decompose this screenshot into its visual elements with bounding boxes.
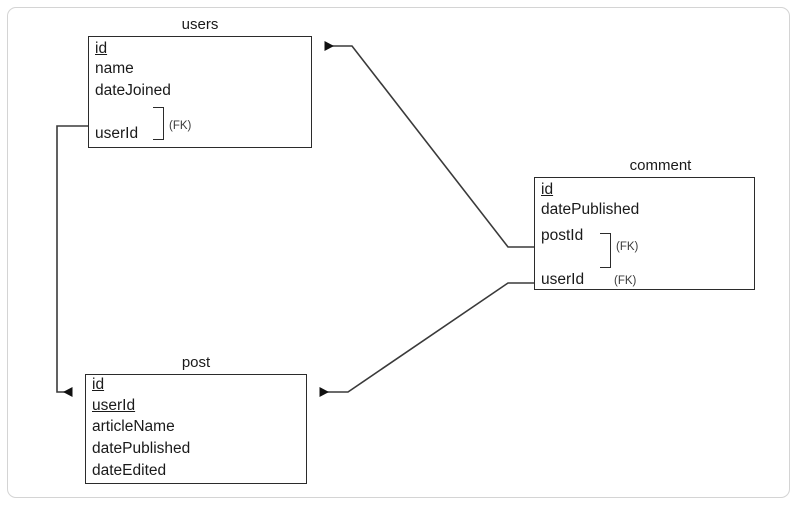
attribute-comment-id: id (541, 181, 554, 198)
attribute-users-datejoined: dateJoined (95, 82, 171, 99)
attribute-comment-postid: postId (541, 227, 584, 244)
comment-fk-bracket (600, 233, 611, 268)
attribute-users-userid: userId (95, 125, 139, 142)
edge-comment-postid-to-users-id (324, 41, 534, 248)
entity-users[interactable]: users id name dateJoined userId (FK) (88, 16, 312, 148)
attribute-post-articlename: articleName (92, 418, 175, 435)
comment-postid-fk-label: (FK) (616, 241, 639, 253)
users-userid-fk-label: (FK) (169, 120, 192, 132)
users-fk-bracket (153, 107, 164, 140)
attribute-comment-userid: userId (541, 271, 585, 288)
entity-post-title: post (181, 354, 211, 371)
edge-comment-userid-to-post-id (319, 282, 534, 397)
attribute-comment-datepublished: datePublished (541, 201, 640, 218)
attribute-post-dateedited: dateEdited (92, 462, 167, 479)
entity-comment-title: comment (629, 157, 692, 174)
entity-post[interactable]: post id userId articleName datePublished… (85, 354, 307, 484)
attribute-users-id: id (95, 40, 108, 57)
attribute-post-userid: userId (92, 397, 136, 414)
entity-users-title: users (181, 16, 219, 33)
attribute-post-id: id (92, 376, 105, 393)
edge-users-userid-to-post-id (56, 125, 88, 397)
comment-userid-fk-label: (FK) (614, 275, 637, 287)
attribute-post-datepublished: datePublished (92, 440, 191, 457)
entity-comment[interactable]: comment id datePublished postId userId (… (534, 157, 755, 290)
attribute-users-name: name (95, 60, 134, 77)
